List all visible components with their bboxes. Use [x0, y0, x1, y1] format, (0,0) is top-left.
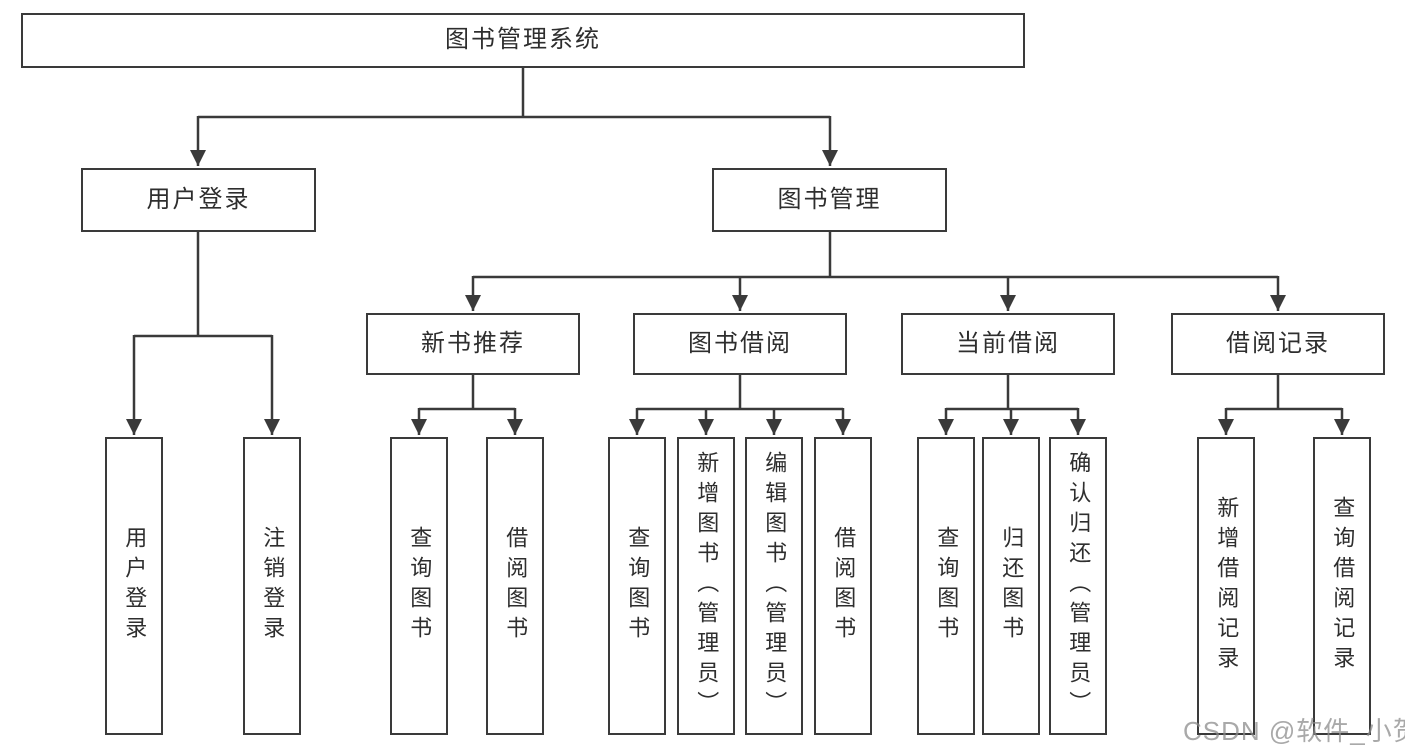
leaf-newbook-borrow-books: 借阅图书	[486, 437, 544, 735]
leaf-current-query-books: 查询图书	[917, 437, 975, 735]
node-borrow-records: 借阅记录	[1171, 313, 1385, 375]
leaf-borrow-query-books: 查询图书	[608, 437, 666, 735]
node-user-login: 用户登录	[81, 168, 316, 232]
leaf-records-add-record: 新增借阅记录	[1197, 437, 1255, 735]
leaf-borrow-edit-book-admin: 编辑图书（管理员）	[745, 437, 803, 735]
leaf-records-query-record: 查询借阅记录	[1313, 437, 1371, 735]
node-root: 图书管理系统	[21, 13, 1025, 68]
node-book-borrow: 图书借阅	[633, 313, 847, 375]
csdn-watermark: CSDN @软件_小贺同学	[1183, 716, 1405, 746]
node-book-management: 图书管理	[712, 168, 947, 232]
leaf-current-confirm-return-admin: 确认归还（管理员）	[1049, 437, 1107, 735]
leaf-user-login: 用户登录	[105, 437, 163, 735]
node-new-book-recommend: 新书推荐	[366, 313, 580, 375]
node-current-borrow: 当前借阅	[901, 313, 1115, 375]
leaf-newbook-query-books: 查询图书	[390, 437, 448, 735]
leaf-current-return-books: 归还图书	[982, 437, 1040, 735]
leaf-borrow-borrow-books: 借阅图书	[814, 437, 872, 735]
leaf-logout: 注销登录	[243, 437, 301, 735]
leaf-borrow-add-book-admin: 新增图书（管理员）	[677, 437, 735, 735]
